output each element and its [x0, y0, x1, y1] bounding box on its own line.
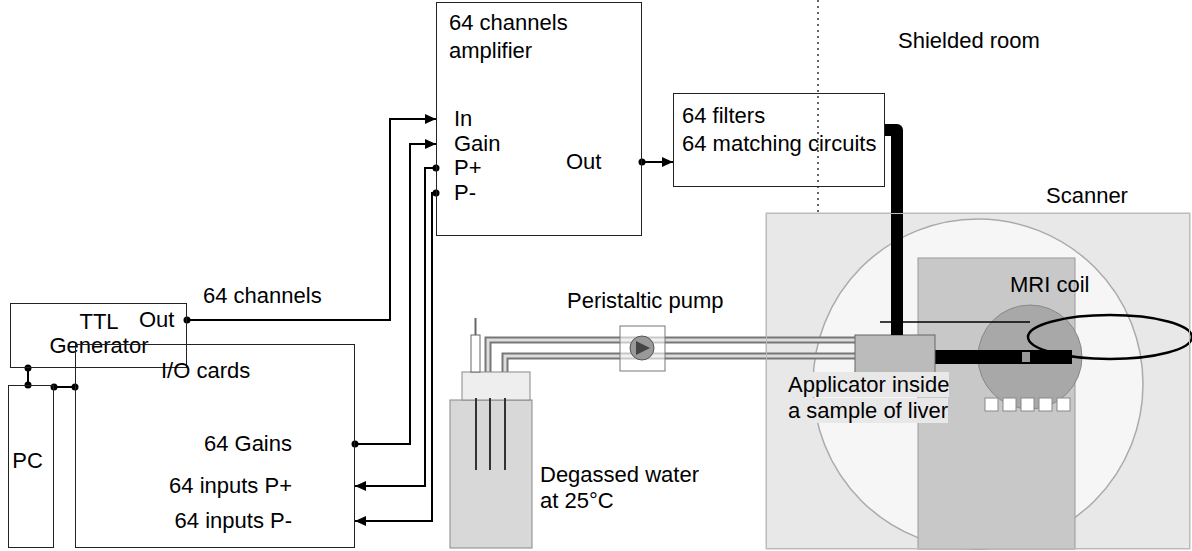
port-label: Out: [566, 150, 601, 174]
box-title: 64 channels amplifier: [449, 9, 629, 65]
bus-label: 64 channels: [203, 283, 322, 309]
port-label: 64 Gains: [204, 432, 292, 456]
box-title: 64 filters: [682, 104, 765, 128]
box-title: PC: [9, 449, 46, 473]
filter-box: 64 filters 64 matching circuits: [673, 93, 885, 187]
wire-dot: [352, 441, 359, 448]
port-label: Gain: [454, 132, 500, 156]
cable: [885, 130, 897, 335]
syringe: [471, 335, 480, 372]
box-title: Scanner: [1046, 184, 1128, 208]
pump-body: [620, 326, 665, 371]
table-squares: [985, 398, 1070, 411]
bottle-pipes: [476, 398, 505, 470]
port-label: 64 inputs P+: [169, 474, 292, 498]
pump-arrow: [636, 341, 650, 355]
region-label: Shielded room: [898, 28, 1040, 54]
scanner-body: [766, 213, 1190, 549]
pump-rotor: [630, 336, 654, 360]
amplifier-box: 64 channels amplifierInGainP+P- Out: [436, 2, 642, 236]
signal-wire: [642, 161, 673, 163]
syringe-plunger: [475, 318, 477, 335]
port-label: 64 inputs P-: [175, 509, 292, 533]
wire-dot: [25, 365, 32, 372]
signal-wire: [355, 193, 436, 521]
part-label: Applicator inside a sample of liver: [788, 372, 949, 423]
port-label: Out: [139, 308, 174, 332]
wire-dot: [639, 159, 646, 166]
port-label: In: [454, 107, 472, 131]
part-label: Degassed water at 25°C: [540, 462, 708, 514]
port-label: P-: [454, 181, 476, 205]
mri-coil: [1028, 315, 1192, 359]
part-label: Peristaltic pump: [567, 288, 724, 314]
water-tubes: [488, 340, 855, 372]
signal-wire: [187, 119, 436, 320]
signal-wire: [355, 144, 436, 444]
bottle-lid: [462, 372, 530, 400]
generator-box: TTL GeneratorOut: [10, 303, 187, 368]
pc-box: PC: [8, 385, 54, 548]
box-title: I/O cards: [161, 359, 250, 383]
part-label: Applicator inside a sample of liver: [788, 372, 960, 424]
part-label: MRI coil: [1010, 272, 1089, 298]
signal-wire: [355, 168, 436, 486]
port-label: P+: [454, 156, 482, 180]
wire-dot: [184, 317, 191, 324]
applicator-tip: [1022, 352, 1030, 362]
io-box: I/O cards 64 Gains 64 inputs P+ 64 inputs P…: [75, 344, 355, 548]
box-title: 64 matching circuits: [682, 132, 876, 156]
